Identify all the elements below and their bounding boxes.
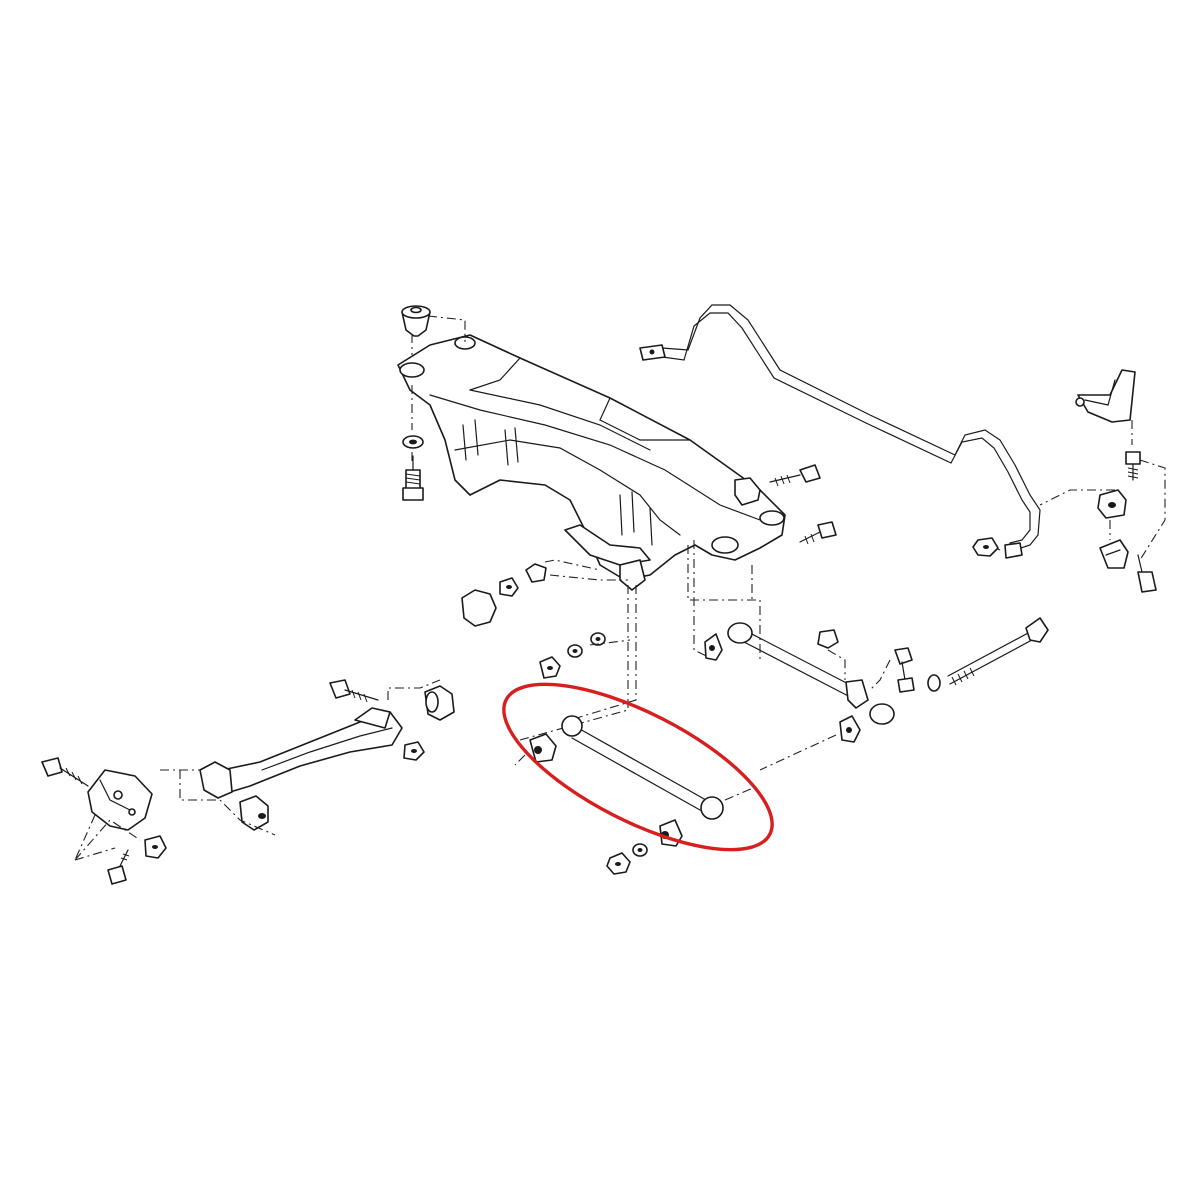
stabilizer-clamp (1099, 539, 1129, 569)
long-through-bolt (947, 617, 1049, 686)
trailing-link-nut (403, 741, 425, 761)
lateral-link (561, 715, 724, 820)
stabilizer-bushing (1097, 489, 1127, 519)
bump-stopper (461, 589, 497, 627)
trailing-link (199, 707, 403, 799)
link-washer-1 (590, 632, 606, 646)
clamp-bolt (1137, 554, 1157, 593)
lateral-link-nut (606, 852, 631, 875)
stopper-nut (499, 577, 519, 597)
rear-subframe (397, 334, 786, 591)
adjuster-washer (927, 674, 941, 692)
bracket-bolt-lower (107, 849, 130, 885)
lateral-link-bushing (529, 733, 557, 763)
lateral-link-washer (632, 843, 648, 857)
rear-link-nut (817, 629, 839, 649)
bracket-bolt-left (41, 757, 89, 787)
stabilizer-bar (639, 304, 1041, 559)
subframe-bolt-mid (799, 521, 837, 545)
link-nut-front (539, 656, 561, 679)
rear-lateral-link (727, 622, 895, 725)
stabilizer-nut (972, 537, 999, 557)
bracket-nut-left (144, 835, 167, 859)
highlight-circle (502, 682, 774, 852)
trailing-link-bolt-top (329, 679, 379, 703)
subframe-mount-top (401, 305, 431, 337)
bracket-bolt (1125, 451, 1141, 481)
trailing-link-bushing-lower (239, 795, 269, 831)
trailing-link-bushing-top (424, 685, 455, 721)
subframe-washer (402, 435, 424, 449)
stabilizer-bracket (1075, 369, 1136, 423)
subframe-bolt-right (769, 464, 821, 487)
subframe-bolt-front (402, 455, 424, 501)
rear-link-bushing (704, 633, 723, 661)
trailing-link-bracket (87, 769, 153, 831)
link-washer-2 (567, 644, 583, 658)
adjuster-bolt (894, 647, 915, 693)
stopper-washer (525, 563, 547, 583)
rear-link-bushing-2 (839, 715, 861, 743)
